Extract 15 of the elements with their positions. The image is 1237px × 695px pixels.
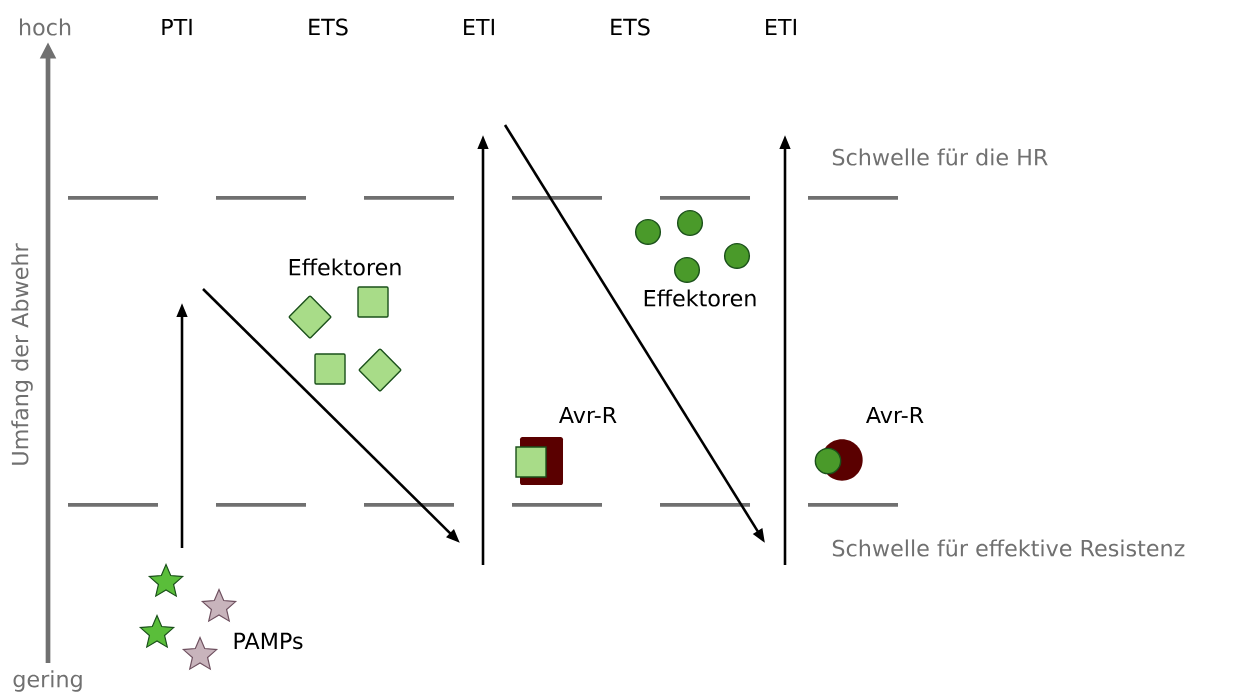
axis-label: gering — [13, 670, 82, 692]
complex-label: Avr-R — [866, 406, 924, 424]
threshold-label: Schwelle für effektive Resistenz — [832, 539, 1185, 557]
pamp-label: PAMPs — [234, 632, 303, 650]
axis-label: hoch — [20, 18, 71, 36]
phase-label: ETS — [309, 18, 348, 36]
phase-label: ETS — [611, 18, 650, 36]
axis-title: Umfang der Abwehr — [11, 243, 33, 465]
phase-label: ETI — [464, 18, 494, 36]
effector-label: Effektoren — [644, 289, 756, 307]
phase-label: PTI — [162, 18, 192, 36]
complex-label: Avr-R — [559, 406, 617, 424]
effector-label: Effektoren — [289, 258, 401, 276]
phase-label: ETI — [766, 18, 796, 36]
threshold-label: Schwelle für die HR — [832, 148, 1048, 166]
